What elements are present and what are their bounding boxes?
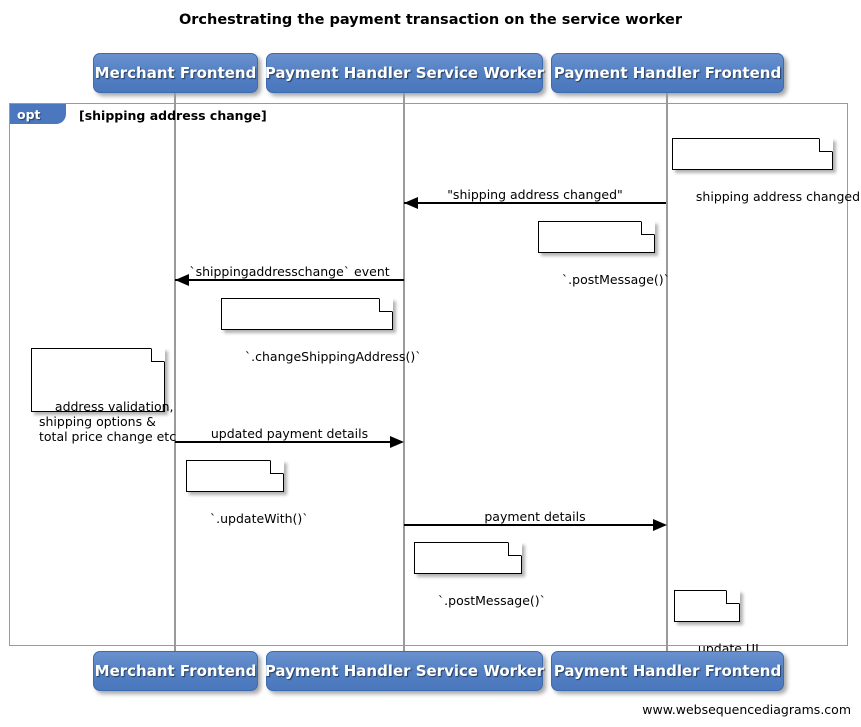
lifeline-merchant-frontend [174,93,176,651]
note-text: address validation, shipping options & t… [39,399,177,444]
lifeline-payment-handler-service-worker [403,93,405,651]
footer-credit-link[interactable]: www.websequencediagrams.com [642,702,851,717]
fragment-opt-tab: opt [10,104,66,124]
actor-box-bottom-payment-handler-frontend[interactable]: Payment Handler Frontend [551,651,784,691]
actor-box-top-payment-handler-frontend[interactable]: Payment Handler Frontend [551,53,784,93]
actor-label: Payment Handler Frontend [553,64,782,82]
note-post-message-1: `.postMessage()` [538,221,670,287]
message-label-payment-details: payment details [484,509,586,524]
actor-label: Merchant Frontend [94,64,257,82]
fragment-condition-label: [shipping address change] [79,108,267,123]
arrow-head-right-payment-details [653,519,667,531]
actor-label: Payment Handler Frontend [553,662,782,680]
actor-box-top-payment-handler-service-worker[interactable]: Payment Handler Service Worker [264,53,545,93]
arrow-head-left-shippingaddresschange-event [175,274,189,286]
note-address-validation: address validation, shipping options & t… [31,348,176,444]
note-update-with: `.updateWith()` [186,460,309,526]
note-post-message-2: `.postMessage()` [414,542,546,608]
lifeline-payment-handler-frontend [666,93,668,651]
note-text: `.updateWith()` [209,511,309,526]
fragment-opt-frame [9,103,848,646]
arrow-head-left-shipping-address-changed [404,197,418,209]
actor-label: Payment Handler Service Worker [264,64,545,82]
page-title: Orchestrating the payment transaction on… [178,12,683,28]
note-text: shipping address changed [695,189,861,204]
actor-box-bottom-payment-handler-service-worker[interactable]: Payment Handler Service Worker [264,651,545,691]
message-line-shippingaddresschange-event [175,279,404,281]
message-label-shipping-address-changed: "shipping address changed" [447,187,623,202]
message-label-updated-payment-details: updated payment details [210,426,369,441]
arrow-head-right-updated-payment-details [390,436,404,448]
note-shipping-address-changed: shipping address changed [672,138,860,204]
actor-box-top-merchant-frontend[interactable]: Merchant Frontend [93,53,258,93]
note-text: `.postMessage()` [561,272,670,287]
note-change-shipping-address: `.changeShippingAddress()` [221,298,421,364]
message-line-payment-details [404,524,653,526]
actor-label: Merchant Frontend [94,662,257,680]
note-update-ui: update UI [674,590,759,656]
message-line-updated-payment-details [175,441,390,443]
actor-label: Payment Handler Service Worker [264,662,545,680]
message-label-shippingaddresschange-event: `shippingaddresschange` event [189,264,390,279]
note-text: `.postMessage()` [437,593,546,608]
fragment-type-label: opt [17,106,41,122]
note-text: `.changeShippingAddress()` [244,349,422,364]
actor-box-bottom-merchant-frontend[interactable]: Merchant Frontend [93,651,258,691]
message-line-shipping-address-changed [404,202,666,204]
